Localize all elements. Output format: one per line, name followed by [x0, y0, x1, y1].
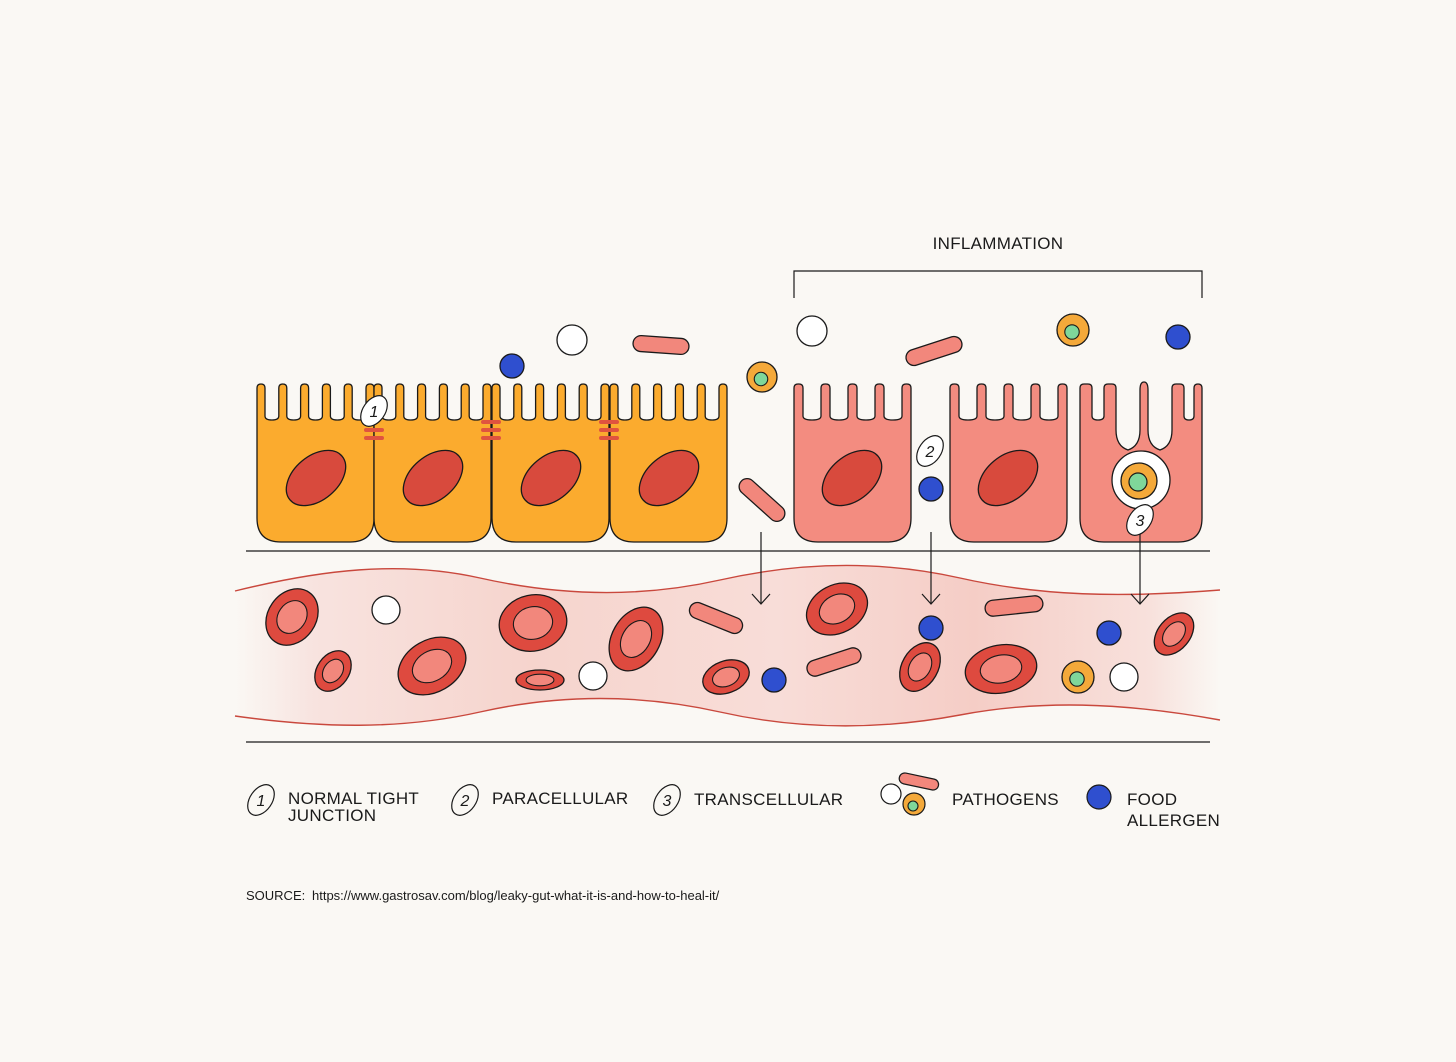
- pathogen-rod: [806, 647, 862, 677]
- inflammation-label: INFLAMMATION: [933, 234, 1064, 253]
- pathogen-rod: [905, 335, 963, 367]
- inflammation-bracket: INFLAMMATION: [793, 234, 1203, 298]
- svg-text:3: 3: [1136, 513, 1145, 530]
- food-allergen: [1096, 620, 1122, 646]
- legend-item-transcellular: 3 TRANSCELLULAR: [653, 784, 843, 816]
- red-blood-cell: [1153, 612, 1195, 656]
- svg-text:1: 1: [370, 404, 379, 421]
- tight-junction: [364, 428, 384, 432]
- source-citation: SOURCE: https://www.gastrosav.com/blog/l…: [246, 888, 720, 903]
- red-blood-cell: [964, 643, 1038, 695]
- legend-label: JUNCTION: [288, 806, 376, 825]
- nucleus: [821, 449, 883, 507]
- white-particle: [556, 324, 588, 356]
- healthy-cell: [609, 383, 728, 543]
- tight-junction: [599, 428, 619, 432]
- pathogen-rod: [738, 477, 786, 523]
- source-url[interactable]: https://www.gastrosav.com/blog/leaky-gut…: [312, 888, 720, 903]
- red-blood-cell: [314, 650, 352, 692]
- healthy-cell: [491, 383, 610, 543]
- source-prefix: SOURCE:: [246, 888, 305, 903]
- pathogens-icon: [880, 772, 940, 816]
- pathogen-rod: [632, 334, 690, 356]
- legend-label: PATHOGENS: [952, 790, 1059, 809]
- pathogen-rod: [688, 601, 744, 635]
- pathogen-rod: [984, 595, 1044, 617]
- legend-label: FOOD: [1127, 790, 1177, 809]
- particles: [371, 313, 1191, 694]
- food-allergen: [761, 667, 787, 693]
- healthy-cell: [373, 383, 492, 543]
- red-blood-cell: [899, 642, 941, 692]
- inflamed-cell: [793, 383, 912, 543]
- leak-arrows: [751, 532, 1150, 605]
- nucleus: [520, 449, 582, 507]
- red-blood-cell: [265, 588, 319, 646]
- legend-label: ALLERGEN: [1127, 811, 1220, 830]
- tight-junction: [599, 420, 619, 424]
- food-allergen-icon: [1086, 784, 1112, 810]
- transcellular-vesicle: [1111, 450, 1171, 510]
- inflamed-epithelium: [793, 381, 1203, 543]
- pathogen-core: [1064, 324, 1080, 340]
- food-allergen: [918, 615, 944, 641]
- red-blood-cells: [265, 582, 1195, 696]
- nucleus: [638, 449, 700, 507]
- blood-vessel: [234, 564, 1221, 727]
- legend-item-pathogens: PATHOGENS: [880, 772, 1059, 816]
- red-blood-cell: [608, 606, 664, 672]
- legend-item-food-allergen: FOOD ALLERGEN: [1086, 784, 1220, 830]
- white-particle: [578, 661, 608, 691]
- marker-1: 1: [360, 395, 388, 427]
- nucleus: [977, 449, 1039, 507]
- white-particle: [371, 595, 401, 625]
- red-blood-cell: [498, 594, 568, 652]
- red-blood-cell: [397, 636, 467, 696]
- healthy-epithelium: [256, 383, 728, 543]
- nucleus: [402, 449, 464, 507]
- arrow-down-icon: [1130, 532, 1150, 605]
- red-blood-cell: [805, 582, 869, 636]
- legend-label: PARACELLULAR: [492, 789, 629, 808]
- food-allergen: [1165, 324, 1191, 350]
- legend: 1 NORMAL TIGHT JUNCTION 2 PARACELLULAR 3…: [247, 772, 1220, 830]
- svg-text:2: 2: [460, 793, 470, 810]
- pathogen-core: [753, 371, 769, 387]
- food-allergen: [918, 476, 944, 502]
- arrow-down-icon: [751, 532, 771, 605]
- tight-junction: [599, 436, 619, 440]
- legend-label: NORMAL TIGHT: [288, 789, 419, 808]
- svg-text:3: 3: [663, 793, 672, 810]
- tight-junction: [481, 420, 501, 424]
- legend-item-paracellular: 2 PARACELLULAR: [451, 784, 629, 816]
- marker-3: 3: [1126, 504, 1154, 536]
- tight-junctions: [364, 420, 619, 440]
- healthy-cell: [256, 383, 375, 543]
- svg-text:2: 2: [925, 444, 935, 461]
- red-blood-cell: [702, 659, 750, 695]
- food-allergen: [499, 353, 525, 379]
- tight-junction: [481, 436, 501, 440]
- white-particle: [796, 315, 828, 347]
- svg-text:1: 1: [257, 793, 266, 810]
- marker-2: 2: [916, 435, 944, 467]
- inflamed-cell: [949, 383, 1068, 543]
- white-particle: [1109, 662, 1139, 692]
- nucleus: [285, 449, 347, 507]
- tight-junction: [364, 436, 384, 440]
- pathogen-core: [1069, 671, 1085, 687]
- legend-item-tight-junction: 1 NORMAL TIGHT JUNCTION: [247, 784, 419, 825]
- red-blood-cell: [515, 669, 565, 691]
- legend-label: TRANSCELLULAR: [694, 790, 843, 809]
- tight-junction: [481, 428, 501, 432]
- arrow-down-icon: [921, 532, 941, 605]
